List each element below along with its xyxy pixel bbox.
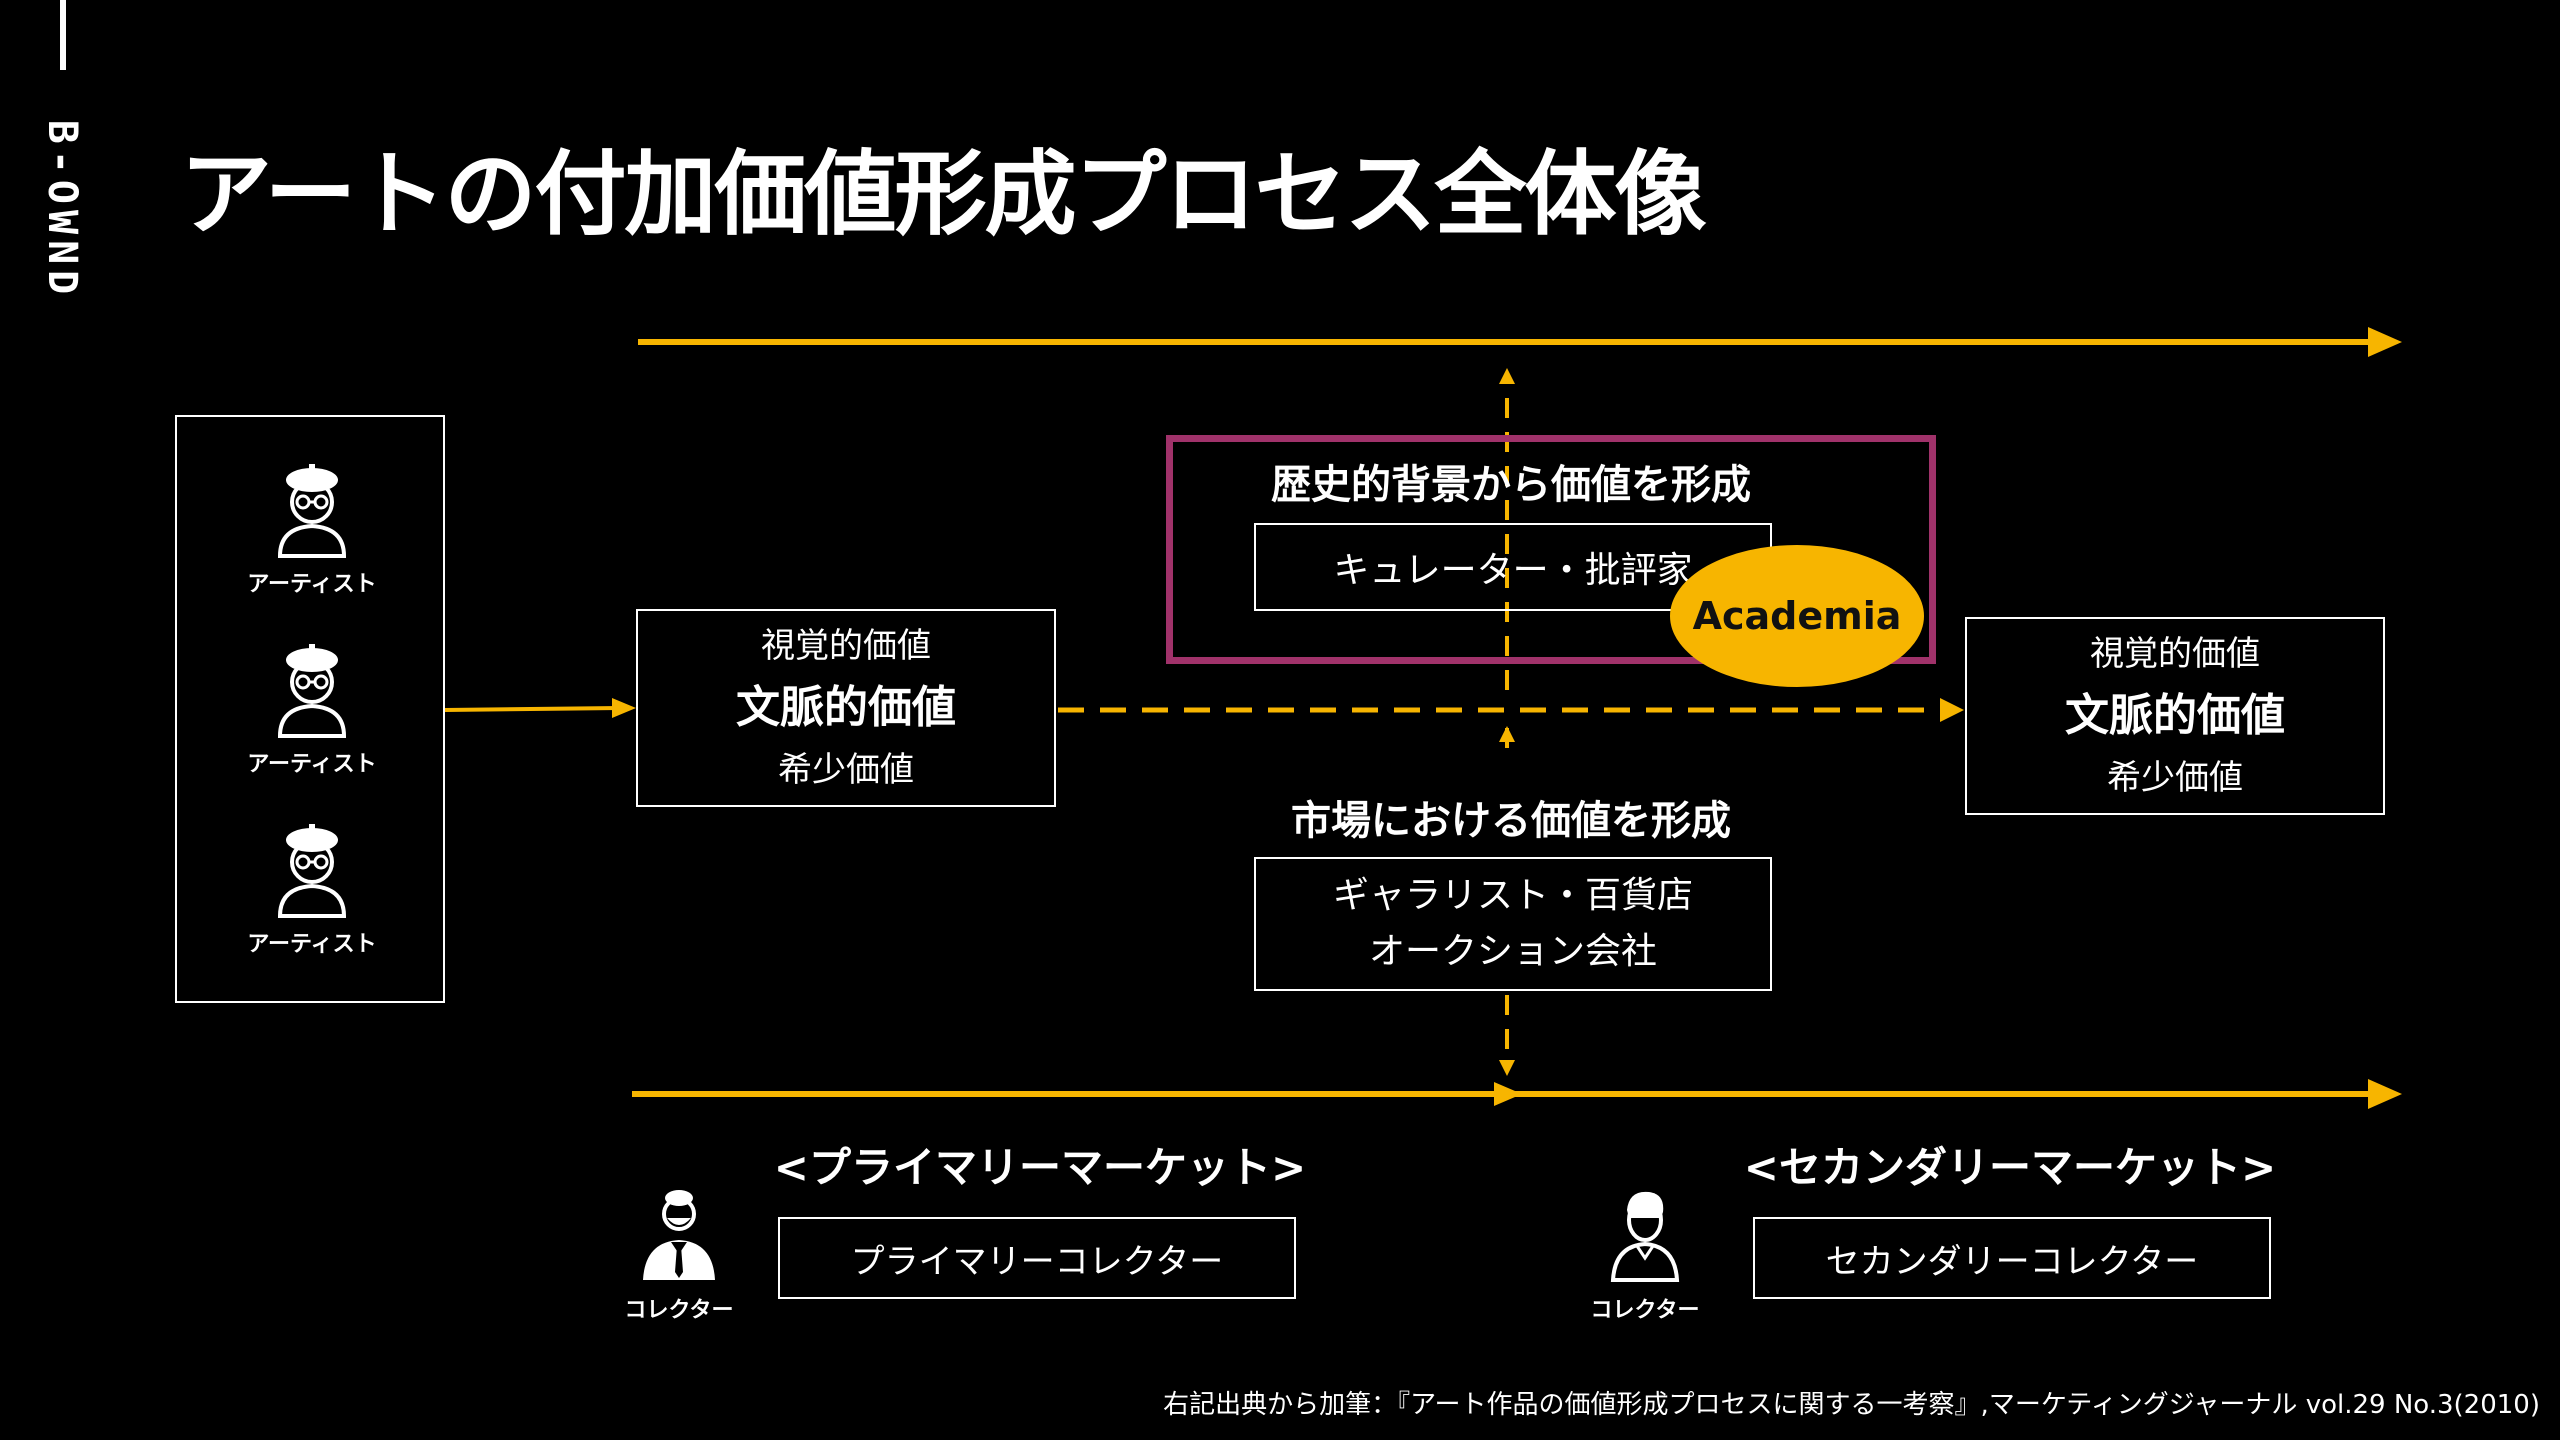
artists-group: アーティスト アーティスト アーティスト — [175, 415, 445, 1003]
value-to-value-arrowhead — [1940, 698, 1964, 722]
secondary-collector-text: セカンダリーコレクター — [1825, 1241, 2199, 1282]
secondary-collector: コレクター — [1590, 1188, 1700, 1324]
market-actors-line2: オークション会社 — [1368, 931, 1657, 972]
artist-item: アーティスト — [177, 822, 447, 958]
history-dashed-arrowhead — [1499, 368, 1515, 384]
visual-value: 視覚的価値 — [2090, 634, 2260, 674]
value-box-right: 視覚的価値 文脈的価値 希少価値 — [1965, 617, 2385, 815]
collector-label: コレクター — [1590, 1298, 1700, 1323]
collector-label: コレクター — [624, 1298, 734, 1323]
primary-collector: コレクター — [624, 1188, 734, 1324]
brand-line — [60, 0, 66, 70]
market-dashed-arrowhead — [1499, 1060, 1515, 1076]
bottom-timeline-mid-arrowhead — [1494, 1082, 1522, 1106]
artist-beret-icon — [277, 464, 347, 558]
artist-label: アーティスト — [247, 572, 377, 597]
contextual-value: 文脈的価値 — [2065, 690, 2285, 741]
artist-beret-icon — [277, 644, 347, 738]
artist-to-value-arrow — [444, 706, 621, 712]
artist-item: アーティスト — [177, 642, 447, 778]
primary-market-label: <プライマリーマーケット> — [773, 1143, 1307, 1192]
collector-icon — [1610, 1191, 1680, 1282]
market-actors-box: ギャラリスト・百貨店 オークション会社 — [1254, 857, 1772, 991]
artist-label: アーティスト — [247, 932, 377, 957]
academia-badge: Academia — [1670, 545, 1924, 687]
rarity-value: 希少価値 — [778, 750, 914, 790]
history-actors: キュレーター・批評家 — [1333, 550, 1693, 591]
top-timeline-arrowhead — [2368, 327, 2402, 357]
primary-collector-box: プライマリーコレクター — [778, 1217, 1296, 1299]
history-actors-box: キュレーター・批評家 — [1254, 523, 1772, 611]
page-title: アートの付加価値形成プロセス全体像 — [180, 141, 1706, 248]
brand-logo: B-OWND — [39, 0, 85, 320]
value-box-left: 視覚的価値 文脈的価値 希少価値 — [636, 609, 1056, 807]
history-title: 歴史的背景から価値を形成 — [1271, 462, 1751, 508]
source-citation: 右記出典から加筆：『アート作品の価値形成プロセスに関する一考察』,マーケティング… — [1163, 1390, 2540, 1420]
bottom-timeline-arrowhead — [2368, 1079, 2402, 1109]
academia-highlight-frame — [1166, 435, 1936, 664]
market-actors-line1: ギャラリスト・百貨店 — [1332, 875, 1693, 916]
visual-value: 視覚的価値 — [761, 626, 931, 666]
secondary-market-label: <セカンダリーマーケット> — [1743, 1143, 2277, 1192]
market-title: 市場における価値を形成 — [1291, 798, 1731, 844]
market-dashed-upper-arrowhead — [1499, 726, 1515, 742]
rarity-value: 希少価値 — [2107, 758, 2243, 798]
suit-collector-icon — [643, 1190, 715, 1280]
primary-collector-text: プライマリーコレクター — [850, 1241, 1224, 1282]
artist-item: アーティスト — [177, 462, 447, 598]
artist-to-value-arrowhead — [612, 698, 636, 718]
artist-beret-icon — [277, 824, 347, 918]
contextual-value: 文脈的価値 — [736, 682, 956, 733]
artist-label: アーティスト — [247, 752, 377, 777]
secondary-collector-box: セカンダリーコレクター — [1753, 1217, 2271, 1299]
